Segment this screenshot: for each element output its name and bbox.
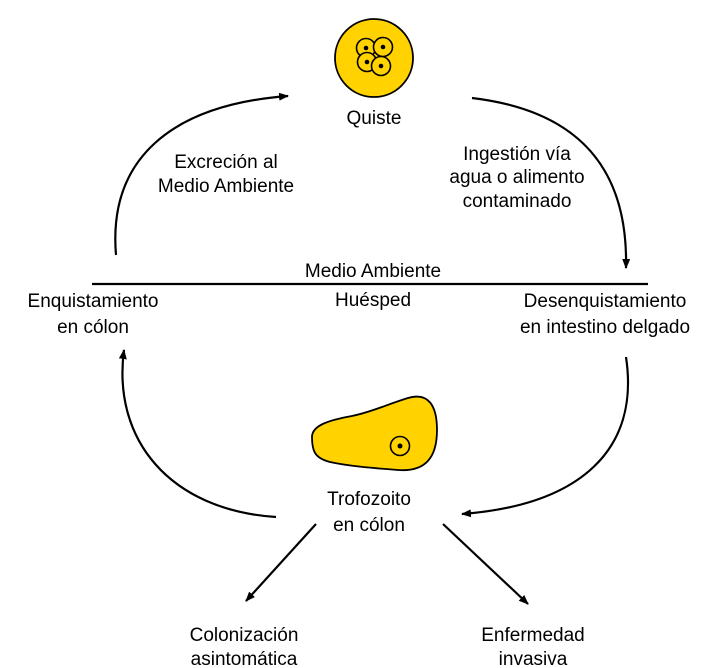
excretion-label-line1: Excreción al bbox=[174, 152, 278, 173]
trophozoite-label-line2: en cólon bbox=[333, 515, 405, 536]
trophozoite-body bbox=[311, 395, 438, 471]
colonization-label-line2: asintomática bbox=[191, 649, 298, 668]
arrow-trophozoite-to-invasive bbox=[442, 523, 529, 605]
trophozoite-label-line1: Trofozoito bbox=[327, 489, 411, 510]
cyst-icon bbox=[334, 18, 414, 98]
ingestion-label-line3: contaminado bbox=[463, 191, 572, 212]
ingestion-label-line1: Ingestión vía bbox=[463, 144, 571, 165]
arrow-encystation-to-cyst bbox=[114, 92, 289, 256]
encystation-label-line1: Enquistamiento bbox=[28, 291, 159, 312]
cyst-label: Quiste bbox=[347, 108, 402, 129]
cyst-karyosomes bbox=[363, 44, 386, 69]
arrow-trophozoite-to-encystation bbox=[118, 349, 277, 519]
ingestion-label-line2: agua o alimento bbox=[449, 167, 584, 188]
environment-label: Medio Ambiente bbox=[305, 261, 441, 282]
encystation-label-line2: en cólon bbox=[57, 317, 129, 338]
invasive-label-line1: Enfermedad bbox=[481, 625, 585, 646]
trophozoite-icon bbox=[311, 395, 438, 471]
excystation-label-line1: Desenquistamiento bbox=[524, 291, 687, 312]
host-label: Huésped bbox=[335, 290, 411, 311]
colonization-label-line1: Colonización bbox=[190, 625, 299, 646]
excretion-label-line2: Medio Ambiente bbox=[158, 176, 294, 197]
arrow-trophozoite-to-colonization bbox=[245, 523, 317, 602]
arrow-excystation-to-trophozoite bbox=[461, 356, 630, 518]
excystation-label-line2: en intestino delgado bbox=[520, 317, 690, 338]
arrow-cyst-to-excystation bbox=[471, 96, 631, 269]
invasive-label-line2: invasiva bbox=[499, 649, 568, 668]
trophozoite-karyosome bbox=[397, 443, 403, 449]
